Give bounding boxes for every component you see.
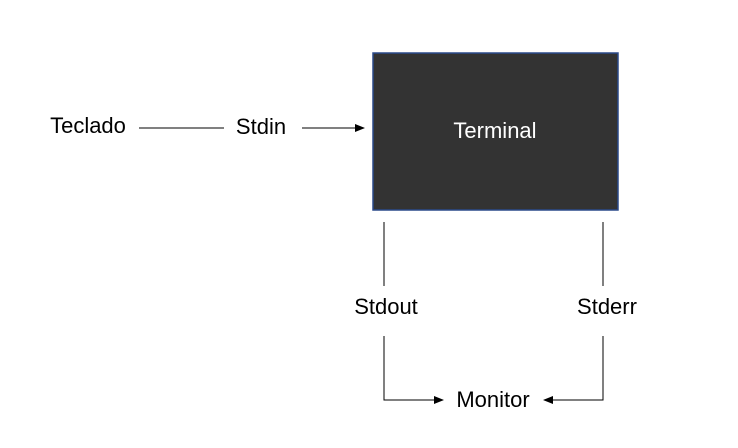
stderr-to-monitor-arrow	[543, 336, 604, 404]
stdout-to-monitor-arrow	[383, 336, 444, 404]
terminal-box	[372, 52, 619, 211]
keyboard-label: Teclado	[50, 113, 126, 138]
stderr-label: Stderr	[577, 294, 637, 319]
stdout-label: Stdout	[354, 294, 418, 319]
stdin-label: Stdin	[236, 114, 286, 139]
monitor-label: Monitor	[456, 387, 529, 412]
terminal-label: Terminal	[453, 118, 536, 143]
